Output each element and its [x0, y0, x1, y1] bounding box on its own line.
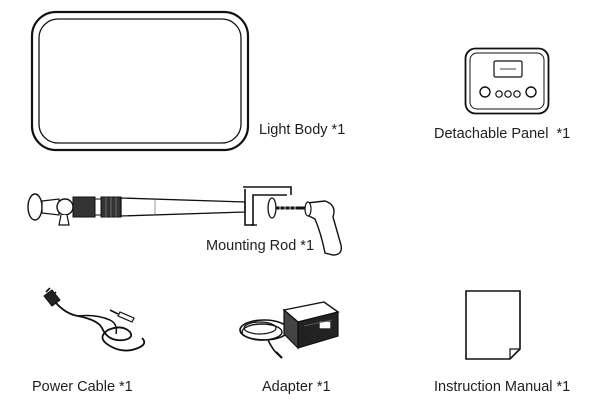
adapter-illustration	[239, 301, 340, 359]
adapter-label: Adapter *1	[262, 379, 331, 395]
light-body-illustration	[30, 10, 250, 152]
detachable-panel-label: Detachable Panel *1	[434, 126, 571, 142]
mounting-rod-illustration	[27, 186, 343, 256]
power-cable-illustration	[43, 287, 146, 352]
detachable-panel-illustration	[464, 47, 550, 115]
light-body-label: Light Body *1	[259, 122, 346, 138]
instruction-manual-illustration	[465, 290, 521, 360]
mounting-rod-label: Mounting Rod *1	[206, 238, 315, 254]
power-cable-label: Power Cable *1	[32, 379, 133, 395]
instruction-manual-label: Instruction Manual *1	[434, 379, 571, 395]
